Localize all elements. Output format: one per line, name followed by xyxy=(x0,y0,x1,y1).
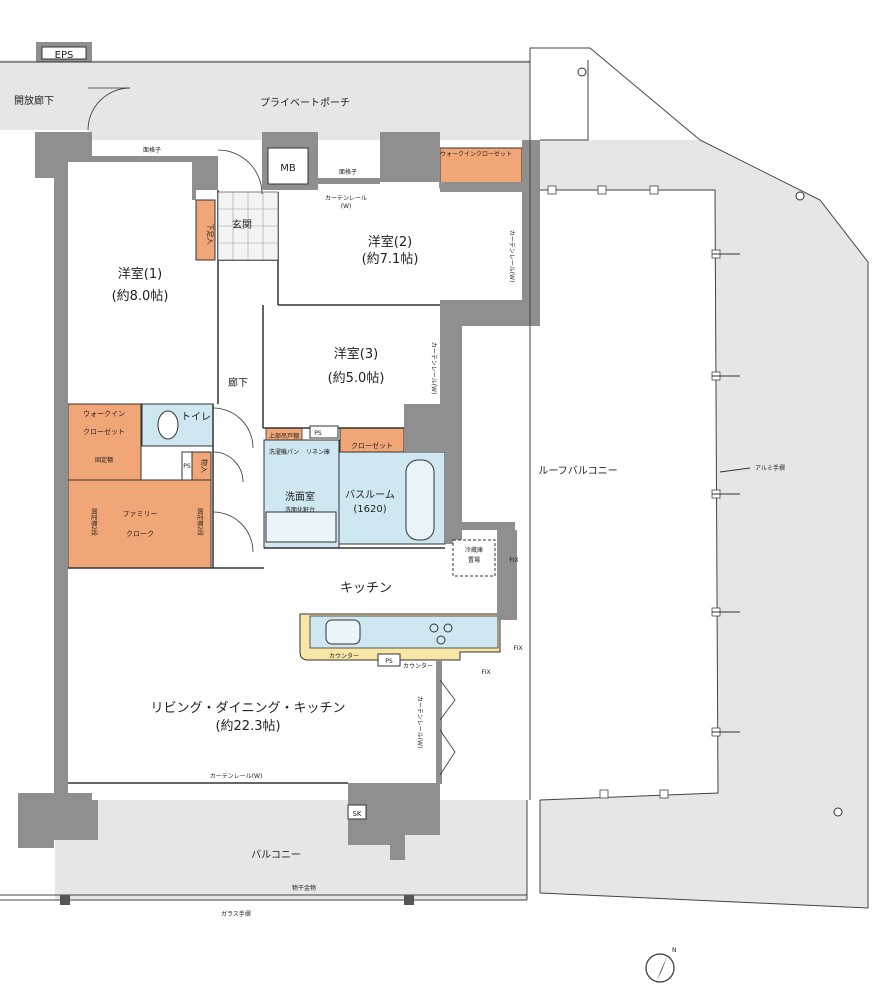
north-arrow-icon: N xyxy=(645,947,677,983)
bathroom-name-label: バスルーム xyxy=(345,489,395,501)
family-cloak-area xyxy=(67,479,212,569)
family-label-1: ファミリー xyxy=(123,510,158,518)
ps-box-vertical xyxy=(181,451,193,481)
bathroom-size-label: (1620) xyxy=(353,504,386,515)
shelf-2tier-right-label: 固定棚2段 xyxy=(196,508,204,536)
entrance-tiles xyxy=(217,191,279,261)
fixed-shelf-label: 固定棚 xyxy=(95,456,113,464)
mb-label: MB xyxy=(280,163,296,174)
drains xyxy=(577,67,843,817)
curtain-rail-r3-label: カーテンレール(W) xyxy=(430,342,437,395)
toilet-label: トイレ xyxy=(181,412,211,423)
ps-box-2 xyxy=(377,653,401,667)
fridge-space xyxy=(452,539,496,577)
balcony-railing xyxy=(0,800,528,901)
kitchen-label: キッチン xyxy=(340,581,392,596)
shelf-2tier-left-label: 固定棚2段 xyxy=(90,508,98,536)
room3-name-label: 洋室(3) xyxy=(334,346,378,362)
ps-box-1 xyxy=(309,425,339,439)
wic-left-label-2: クローゼット xyxy=(83,427,125,436)
grille-label-2: 面格子 xyxy=(339,168,357,176)
fix-label-1: FIX xyxy=(509,557,518,564)
ps-label-2: PS xyxy=(385,658,393,665)
fridge-label-1: 冷蔵庫 xyxy=(465,546,483,554)
storage-label: 物入 xyxy=(200,459,209,473)
balcony-post-left xyxy=(60,895,70,905)
room2-size-label: (約7.1帖) xyxy=(362,252,419,267)
room2-name-label: 洋室(2) xyxy=(368,234,412,250)
shoe-storage-area xyxy=(195,199,216,261)
washroom-label: 洗面室 xyxy=(285,490,315,503)
eps-label: EPS xyxy=(55,50,74,61)
washer-pan-label: 洗濯機パン xyxy=(269,448,299,456)
entrance-label: 玄関 xyxy=(232,218,252,231)
roof-balcony-area xyxy=(540,140,868,908)
wic-top-label: ウォークインクローゼット xyxy=(440,150,512,158)
curtain-rail-r2-label: カーテンレール(W) xyxy=(508,230,515,283)
doors xyxy=(87,87,456,776)
ps-label-1: PS xyxy=(314,430,322,437)
ps-vertical-label: PS xyxy=(183,463,191,470)
fridge-label-2: 置場 xyxy=(468,556,480,564)
mb-box xyxy=(267,147,309,185)
open-corridor-label: 開放廊下 xyxy=(14,94,54,107)
bathtub xyxy=(405,459,435,541)
vanity-label: 洗面化粧台 xyxy=(285,506,315,514)
vanity-unit xyxy=(265,511,337,543)
balcony-label: バルコニー xyxy=(251,849,301,861)
upper-cabinet-label: 上部吊戸棚 xyxy=(269,432,299,440)
railing-ticks xyxy=(712,253,751,733)
railing-posts xyxy=(547,185,721,799)
wic-left-label-1: ウォークイン xyxy=(83,410,125,418)
hallway-label: 廊下 xyxy=(228,376,248,389)
toilet-bowl xyxy=(157,410,179,440)
sk-box xyxy=(347,804,367,820)
room1-name-label: 洋室(1) xyxy=(118,266,162,282)
drying-hardware-label: 物干金物 xyxy=(292,884,316,892)
curtain-rail-ldk-right-label: カーテンレール(W) xyxy=(416,696,423,749)
kitchen-sink xyxy=(325,619,361,645)
fix-label-3: FIX xyxy=(481,669,490,676)
walls xyxy=(18,132,540,860)
closet-r3-area xyxy=(339,427,405,453)
grille-label-1: 面格子 xyxy=(143,146,161,154)
room1-size-label: (約8.0帖) xyxy=(112,289,169,304)
curtain-rail-ldk-label: カーテンレール(W) xyxy=(210,773,263,780)
family-label-2: クローク xyxy=(126,530,154,538)
fix-label-2: FIX xyxy=(513,645,522,652)
counter-label-2: カウンター xyxy=(403,662,433,670)
private-porch-label: プライベートポーチ xyxy=(260,97,350,109)
counter-label-1: カウンター xyxy=(329,652,359,660)
private-porch-area xyxy=(88,60,530,140)
sk-label: SK xyxy=(352,810,361,818)
closet-label: クローゼット xyxy=(351,441,393,450)
glass-rail-label: ガラス手摺 xyxy=(221,910,251,918)
balcony-post-right xyxy=(404,895,414,905)
alu-rail-label: アルミ手摺 xyxy=(755,464,785,472)
balcony-area xyxy=(55,800,527,900)
north-label: N xyxy=(672,947,677,954)
ldk-size-label: (約22.3帖) xyxy=(215,719,280,734)
room3-size-label: (約5.0帖) xyxy=(328,371,385,386)
ldk-name-label: リビング・ダイニング・キッチン xyxy=(150,701,345,716)
linen-label: リネン庫 xyxy=(306,448,330,456)
stove-icon xyxy=(429,623,453,645)
curtain-rail-top-label: カーテンレール xyxy=(325,195,367,202)
open-corridor-area xyxy=(0,60,88,130)
eps-box xyxy=(41,46,87,60)
shoe-storage-label: 下足入 xyxy=(206,224,214,245)
curtain-w-top-label: (W) xyxy=(341,203,352,210)
roof-balcony-label: ルーフバルコニー xyxy=(538,465,617,477)
